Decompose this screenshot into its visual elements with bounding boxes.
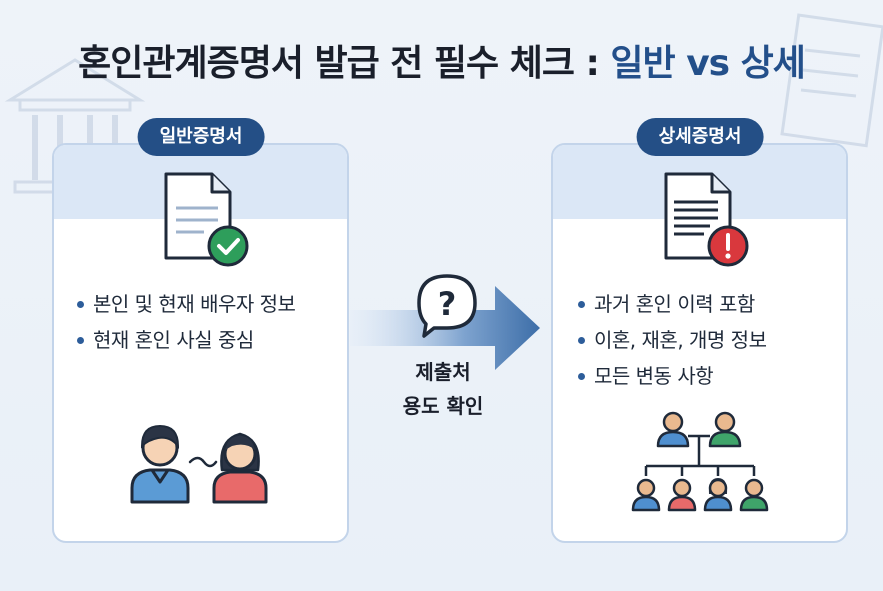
question-bubble-icon: ? (414, 272, 480, 340)
parent-figure (656, 411, 690, 448)
bullet-dot (578, 372, 585, 380)
list-item: 이혼, 재혼, 개명 정보 (578, 322, 767, 358)
bullet-dot (77, 300, 84, 308)
list-item: 현재 혼인 사실 중심 (77, 322, 295, 358)
document-alert-icon (664, 172, 749, 267)
child-figure (667, 478, 697, 512)
general-certificate-bullets: 본인 및 현재 배우자 정보 현재 혼인 사실 중심 (77, 286, 296, 358)
parent-figure (708, 411, 742, 448)
page-title: 혼인관계증명서 발급 전 필수 체크 : 일반 vs 상세 (0, 34, 883, 86)
list-item: 과거 혼인 이력 포함 (578, 286, 767, 322)
detailed-certificate-label: 상세증명서 (636, 118, 764, 156)
center-caption: 제출처 용도 확인 (395, 355, 491, 423)
paper-background-icon (780, 13, 883, 148)
title-main: 혼인관계증명서 발급 전 필수 체크 : (78, 43, 600, 84)
couple-icon (130, 424, 268, 504)
detailed-certificate-card (551, 143, 848, 543)
family-tree-icon (631, 411, 769, 512)
child-figure (703, 478, 733, 512)
list-item: 모든 변동 사항 (578, 358, 767, 394)
center-caption-line2: 용도 확인 (402, 394, 484, 418)
bullet-dot (578, 336, 585, 344)
child-figure (739, 478, 769, 512)
question-mark: ? (438, 285, 457, 323)
detailed-certificate-bullets: 과거 혼인 이력 포함 이혼, 재혼, 개명 정보 모든 변동 사항 (578, 286, 767, 394)
bullet-dot (578, 300, 585, 308)
bullet-dot (77, 336, 84, 344)
general-certificate-label: 일반증명서 (137, 118, 265, 156)
title-accent: 일반 vs 상세 (610, 43, 805, 84)
child-figure (631, 478, 661, 512)
center-caption-line1: 제출처 (415, 360, 471, 384)
list-item: 본인 및 현재 배우자 정보 (77, 286, 296, 322)
document-check-icon (164, 172, 249, 267)
